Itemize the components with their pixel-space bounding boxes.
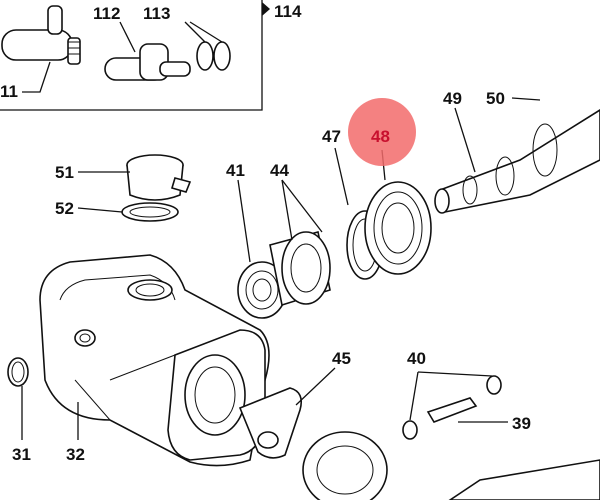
callout-11: 11	[0, 82, 18, 101]
callout-52: 52	[55, 199, 74, 218]
callout-31: 31	[12, 445, 31, 464]
part-49-shaft	[434, 109, 600, 214]
callout-45: 45	[332, 349, 351, 368]
callout-49: 49	[443, 89, 462, 108]
highlight-marker	[348, 98, 416, 166]
part-44-spacers	[269, 231, 331, 307]
part-31-circlip	[7, 357, 29, 387]
part-112-tee	[104, 43, 191, 81]
callout-113: 113	[143, 4, 170, 23]
callout-40: 40	[407, 349, 426, 368]
part-39-pin	[426, 397, 478, 423]
callout-51: 51	[55, 163, 74, 182]
callout-41: 41	[226, 161, 245, 180]
part-113-rings	[196, 41, 231, 71]
part-51-clamp	[126, 154, 192, 201]
callout-50: 50	[486, 89, 505, 108]
callout-48: 48	[371, 127, 390, 146]
reference-arrow-icon	[262, 2, 270, 16]
detail-inset	[0, 0, 270, 111]
part-32-housing	[39, 254, 270, 467]
part-48-bearing	[364, 181, 432, 275]
lower-assembly	[302, 431, 600, 500]
part-45-yoke	[238, 387, 303, 459]
callout-47: 47	[322, 127, 341, 146]
callout-114: 114	[274, 2, 302, 21]
callout-39: 39	[512, 414, 531, 433]
callout-112: 112	[93, 4, 120, 23]
callout-44: 44	[270, 161, 289, 180]
part-11-fitting	[1, 5, 81, 65]
part-52-ring	[121, 202, 179, 222]
part-40-circlips	[402, 375, 502, 440]
callout-32: 32	[66, 445, 85, 464]
